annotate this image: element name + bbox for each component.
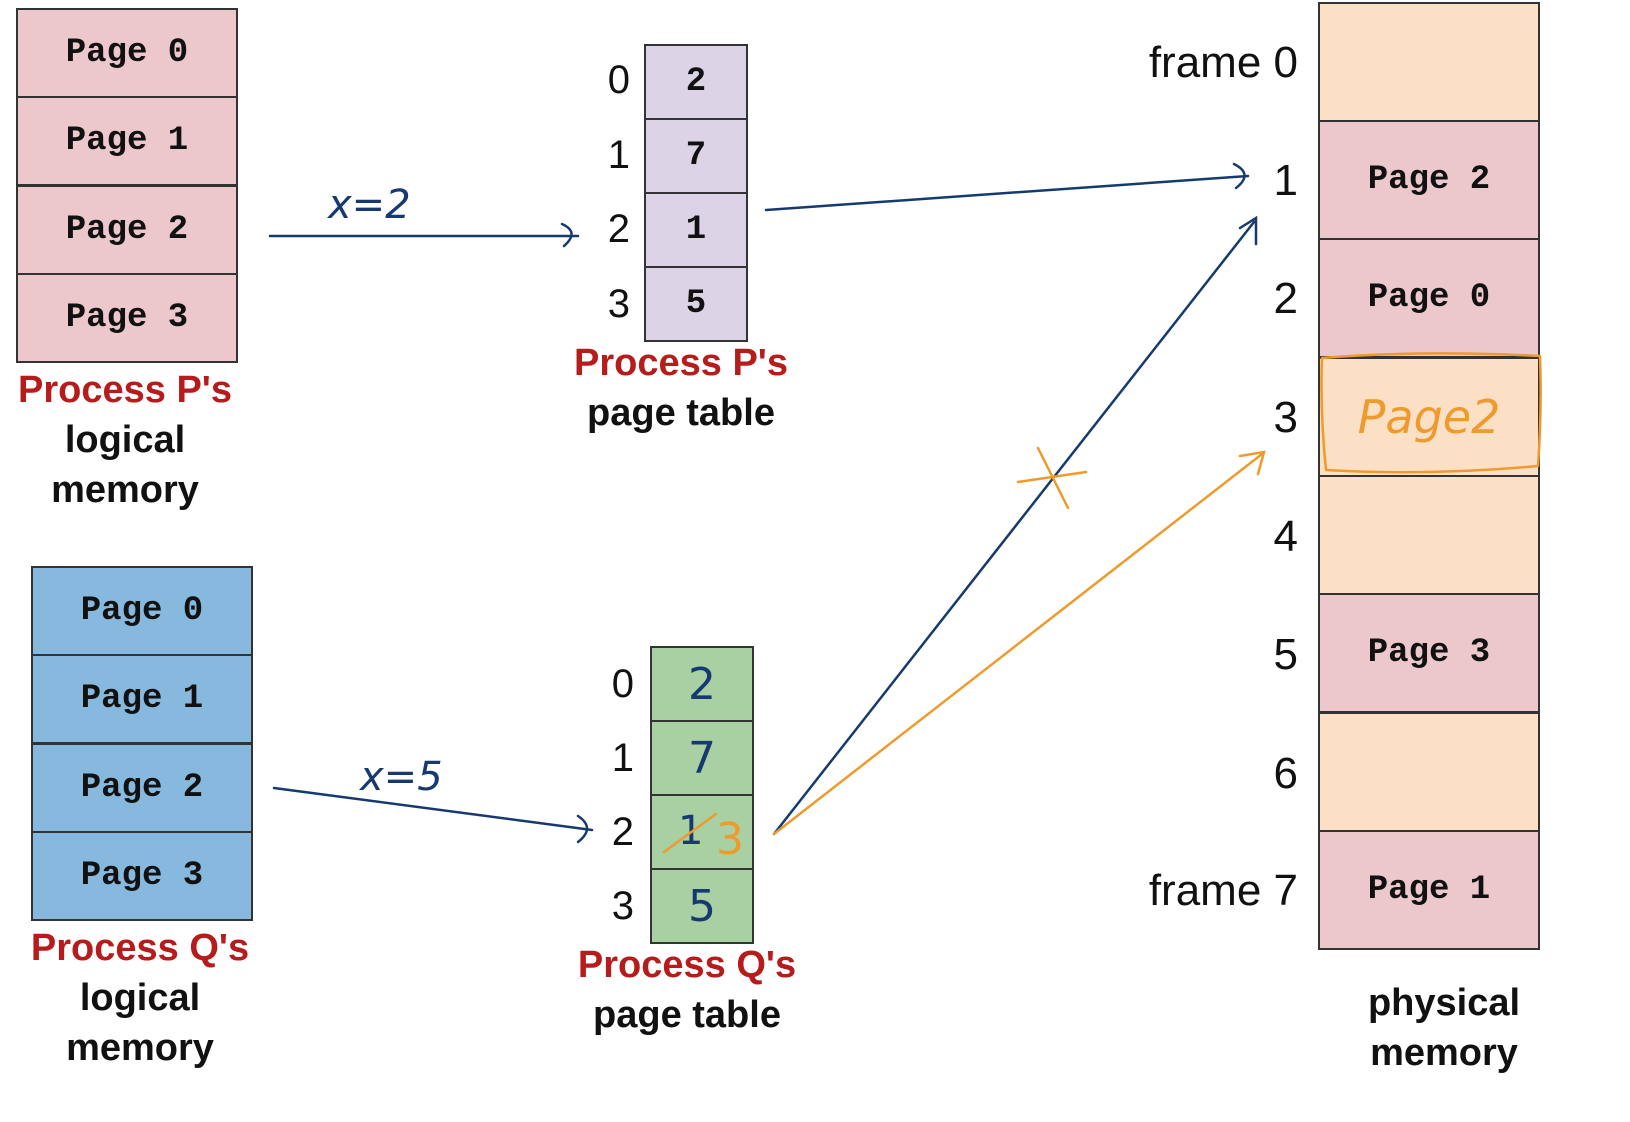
p-table-index-3: 3 bbox=[607, 282, 630, 326]
p-logical-page-0: Page 0 bbox=[16, 8, 238, 98]
q-logical-page-1: Page 1 bbox=[31, 654, 253, 744]
process-p-logical-caption: Process P's logical memory bbox=[18, 369, 232, 511]
p-annotation-text: x=2 bbox=[326, 182, 411, 228]
p-logical-page-2: Page 2 bbox=[16, 185, 238, 275]
q-table-index-3: 3 bbox=[611, 884, 634, 928]
q-table-entry-0: 2 bbox=[650, 646, 754, 722]
q-table-index-1: 1 bbox=[611, 736, 634, 780]
q-old-mapping-cross-mark bbox=[1016, 446, 1088, 510]
p-table-index-0: 0 bbox=[607, 58, 630, 102]
p-table-index-2: 2 bbox=[607, 207, 630, 251]
q-table-index-2: 2 bbox=[611, 810, 634, 854]
p-table-entry-3: 5 bbox=[644, 266, 748, 342]
process-q-logical-caption: Process Q's logical memory bbox=[30, 927, 250, 1069]
q-annotation-text: x=5 bbox=[358, 754, 443, 800]
q-table-entry-1: 7 bbox=[650, 720, 754, 796]
frame-label-0: frame 0 bbox=[1148, 38, 1298, 87]
frame-3-handwritten-page: Page2 bbox=[1357, 390, 1501, 444]
process-q-table-caption: Process Q's page table bbox=[577, 944, 797, 1036]
frame-6 bbox=[1318, 712, 1540, 832]
frame-label-3: 3 bbox=[1273, 393, 1298, 442]
q-old-mapping-arrow bbox=[772, 215, 1258, 836]
q-entry-strike-mark bbox=[662, 812, 718, 854]
frame-3-highlight-box bbox=[1320, 352, 1542, 474]
q-lookup-arrow bbox=[272, 786, 594, 844]
frame-label-5: 5 bbox=[1273, 630, 1298, 679]
p-entry-to-frame-arrow bbox=[764, 162, 1250, 212]
frame-label-4: 4 bbox=[1273, 512, 1298, 561]
q-table-entry-3: 5 bbox=[650, 868, 754, 944]
frame-label-6: 6 bbox=[1273, 749, 1298, 798]
process-p-table-caption: Process P's page table bbox=[574, 342, 788, 434]
q-logical-page-0: Page 0 bbox=[31, 566, 253, 656]
p-table-entry-2: 1 bbox=[644, 192, 748, 268]
physical-memory-caption: physical memory bbox=[1367, 982, 1521, 1074]
q-table-index-0: 0 bbox=[611, 662, 634, 706]
q-logical-page-3: Page 3 bbox=[31, 831, 253, 921]
frame-label-1: 1 bbox=[1273, 156, 1298, 205]
p-table-entry-0: 2 bbox=[644, 44, 748, 120]
p-table-entry-1: 7 bbox=[644, 118, 748, 194]
frame-0 bbox=[1318, 2, 1540, 122]
frame-2: Page 0 bbox=[1318, 238, 1540, 358]
q-table-entry-2-new: 3 bbox=[716, 814, 744, 865]
q-new-mapping-arrow bbox=[772, 450, 1266, 836]
p-logical-page-3: Page 3 bbox=[16, 273, 238, 363]
frame-label-7: frame 7 bbox=[1148, 866, 1298, 915]
p-table-index-1: 1 bbox=[607, 133, 630, 177]
frame-7: Page 1 bbox=[1318, 830, 1540, 950]
frame-label-2: 2 bbox=[1273, 274, 1298, 323]
frame-4 bbox=[1318, 475, 1540, 595]
p-lookup-arrow bbox=[268, 222, 580, 248]
